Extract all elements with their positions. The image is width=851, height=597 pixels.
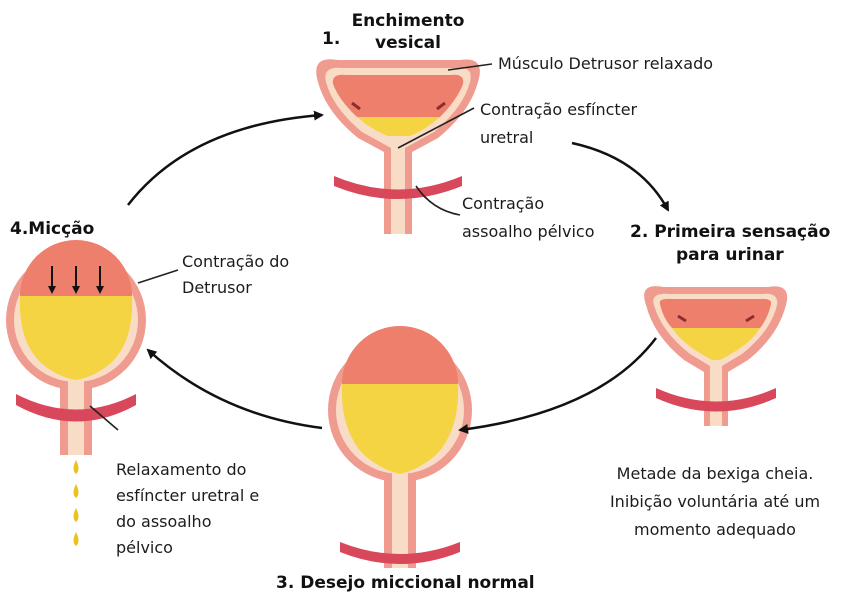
stage-3-title: 3. Desejo miccional normal	[276, 573, 535, 593]
urine-level	[357, 117, 440, 136]
half-full-label-line3: momento adequado	[634, 520, 796, 539]
detrusor-relaxed-label: Músculo Detrusor relaxado	[498, 54, 714, 73]
urine-drops	[73, 460, 79, 546]
cycle-arrows	[127, 110, 670, 434]
stage-2-title-line2: para urinar	[676, 245, 784, 265]
pelvic-floor	[334, 176, 462, 199]
bladder-stage-2	[644, 286, 788, 426]
stage-4-title: 4.Micção	[10, 219, 95, 239]
relaxation-label-line2: esfíncter uretral e	[116, 486, 260, 505]
sphincter-label-line1: Contração esfíncter	[480, 100, 638, 119]
detrusor-contraction-label-line1: Contração do	[182, 252, 290, 271]
bladder-stage-3	[328, 326, 472, 568]
relaxation-label-line1: Relaxamento do	[116, 460, 247, 479]
pelvic-label-line1: Contração	[462, 194, 545, 213]
half-full-label-line2: Inibição voluntária até um	[609, 492, 821, 511]
sphincter-label-line2: uretral	[480, 128, 534, 147]
bladder-stage-1	[316, 59, 480, 235]
relaxation-label-line3: do assoalho	[116, 512, 212, 531]
stage-1-title-line2: vesical	[375, 33, 441, 53]
bladder-stage-4	[6, 240, 146, 546]
pelvic-label-line2: assoalho pélvico	[462, 222, 595, 241]
leader-lines	[89, 63, 493, 431]
detrusor-muscle-relaxed	[332, 74, 464, 117]
stage-1-title-line1: Enchimento	[351, 11, 465, 31]
detrusor-contraction-label-line2: Detrusor	[182, 278, 252, 297]
stage-2-title-line1: 2. Primeira sensação	[630, 222, 831, 242]
relaxation-label-line4: pélvico	[116, 538, 173, 557]
half-full-label-line1: Metade da bexiga cheia.	[616, 464, 814, 483]
stage-1-number: 1.	[322, 29, 341, 49]
